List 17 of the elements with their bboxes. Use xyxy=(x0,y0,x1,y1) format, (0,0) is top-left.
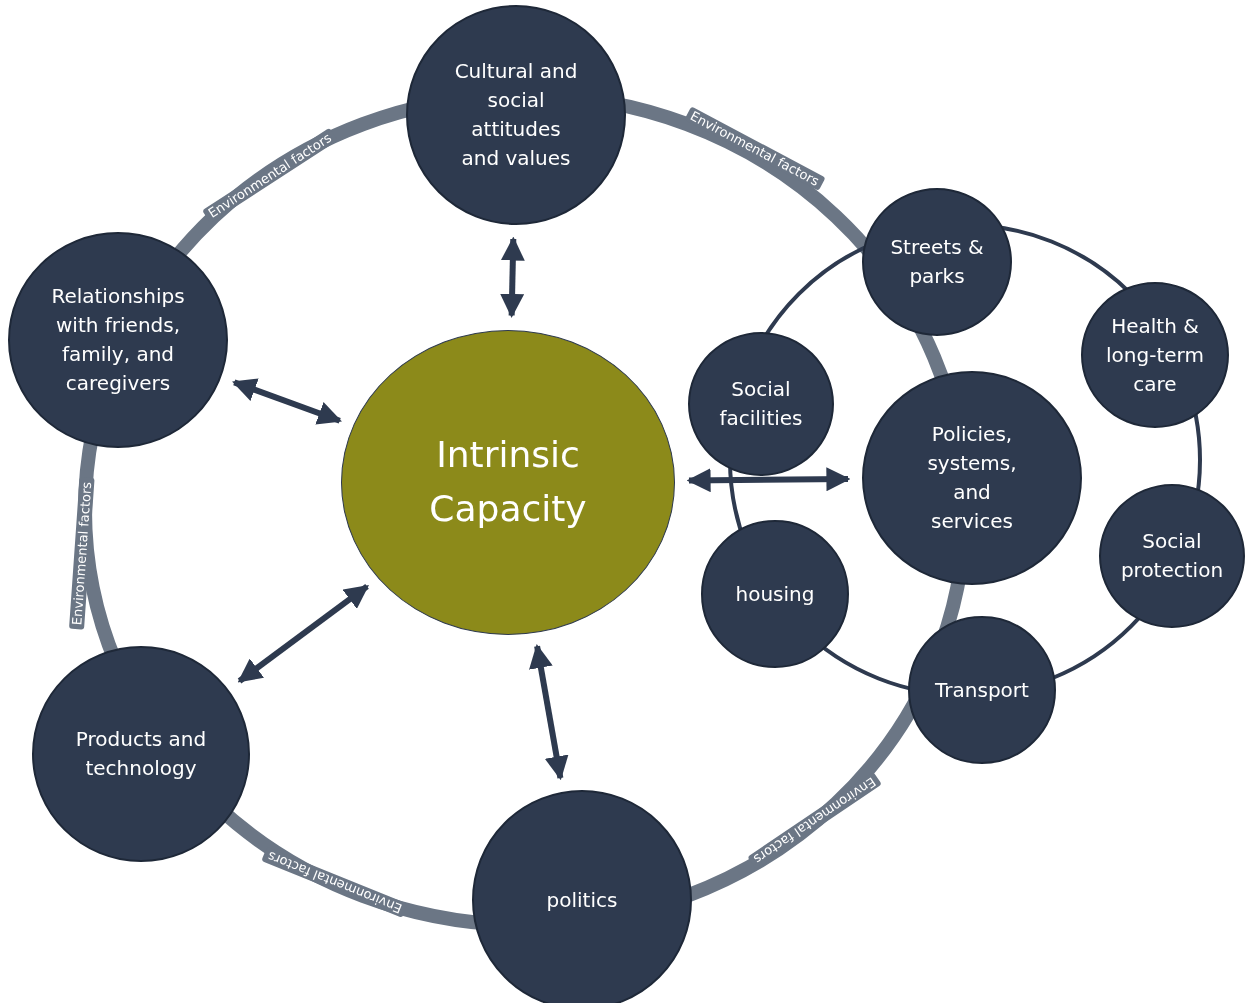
node-label: Policies, systems, and services xyxy=(926,421,1018,535)
node-label: Streets & parks xyxy=(889,234,985,290)
node-label: Transport xyxy=(935,676,1029,704)
double-arrow xyxy=(237,584,369,684)
node-label: Relationships with friends, family, and caregivers xyxy=(50,283,186,397)
node-label: Intrinsic Capacity xyxy=(428,433,588,531)
double-arrow xyxy=(529,643,569,781)
double-arrow xyxy=(500,236,525,318)
double-arrow xyxy=(686,467,851,493)
node-label: Social facilities xyxy=(718,376,804,432)
node-label: Health & long-term care xyxy=(1105,312,1205,398)
node-label: Cultural and social attitudes and values xyxy=(453,58,579,172)
node-label: Social protection xyxy=(1119,528,1225,584)
node-label: politics xyxy=(546,886,618,914)
double-arrow xyxy=(232,378,342,425)
node-label: housing xyxy=(735,580,815,608)
node-label: Products and technology xyxy=(74,726,208,782)
